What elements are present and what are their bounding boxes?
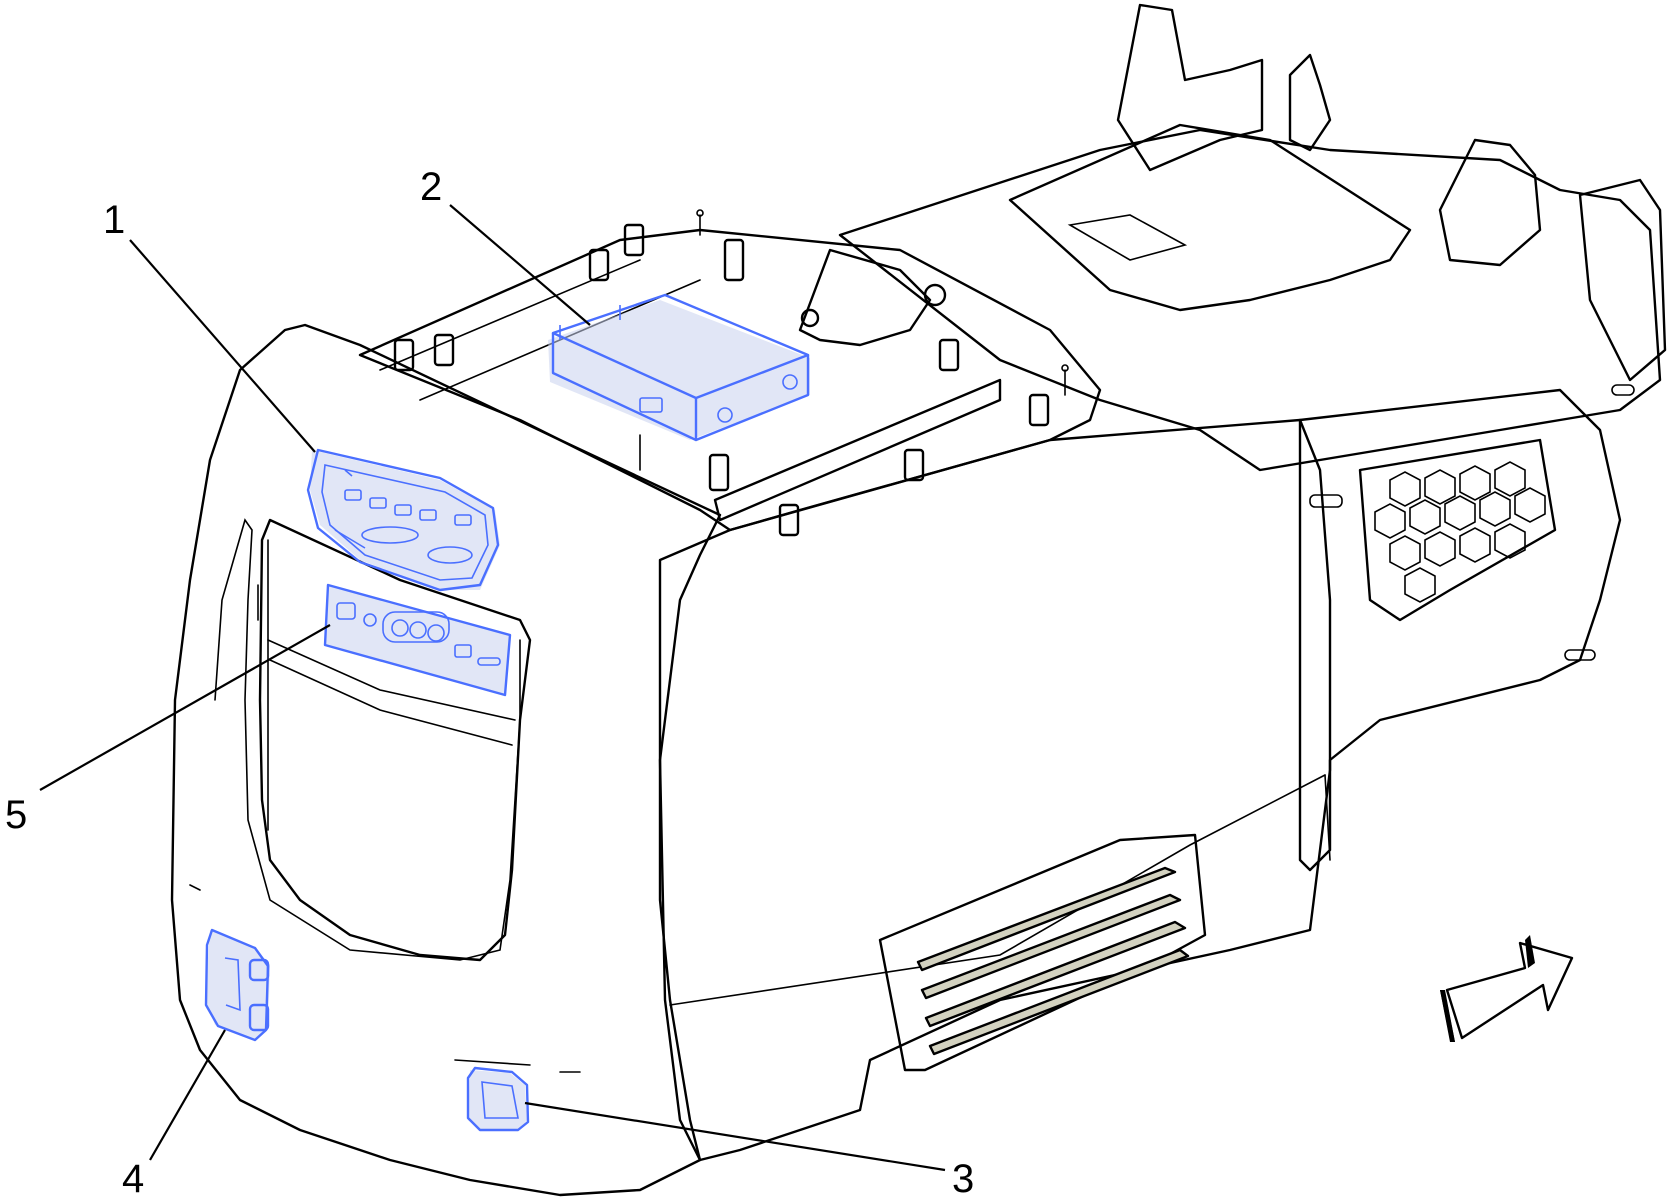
forward-direction-arrow-icon [1440,935,1574,1042]
console-side-panel [658,418,1332,1162]
side-outlet-right [466,1066,530,1132]
console-rear-frame [838,3,1667,872]
mounting-clips [393,223,1050,537]
leader-lines [39,204,946,1172]
side-outlet-left [204,928,270,1042]
callout-5: 5 [5,793,27,837]
rear-auxiliary-ports-panel [323,583,512,697]
climate-control-buttons [334,469,473,564]
callout-3: 3 [952,1157,974,1200]
callout-labels: 1 2 3 4 5 [5,165,974,1200]
honeycomb-grille [1374,461,1546,603]
lower-side-vent-louvers [916,866,1190,1056]
rear-climate-control-panel [306,448,500,592]
callout-1: 1 [103,198,125,242]
top-mounted-control-module [548,293,810,442]
callout-2: 2 [420,165,442,209]
console-rear-face [170,323,722,1197]
callout-4: 4 [122,1157,144,1200]
